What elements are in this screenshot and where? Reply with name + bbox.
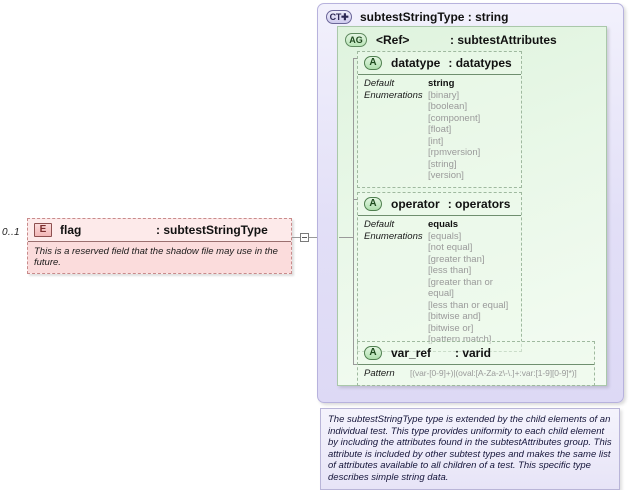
flag-element-name: flag xyxy=(60,223,82,237)
connector-vertical-bus xyxy=(353,58,354,365)
flag-element-header: E flag : subtestStringType xyxy=(28,219,291,242)
complextype-expand-icon[interactable]: CT✚ xyxy=(326,10,352,24)
attributegroup-icon: AG xyxy=(345,33,367,47)
connector-branch-datatype xyxy=(353,58,358,59)
attributegroup-ref: <Ref> xyxy=(376,33,410,47)
facet-default-value: equals xyxy=(428,219,459,230)
enumeration-item: [rpmversion] xyxy=(428,147,481,158)
attribute-icon: A xyxy=(364,197,382,211)
enumeration-item: [not equal] xyxy=(428,242,473,253)
facet-label-enumerations: Enumerations xyxy=(364,89,423,101)
enumeration-item: [greater than or equal] xyxy=(428,276,493,300)
flag-element-documentation: This is a reserved field that the shadow… xyxy=(28,242,291,273)
enumeration-item: [binary] xyxy=(428,89,460,101)
facet-labels-datatype: Default Enumerations xyxy=(364,78,428,182)
attribute-header-operator: A operator : operators xyxy=(358,193,521,216)
attributegroup-title-row: AG <Ref> : subtestAttributes xyxy=(345,33,557,47)
enumeration-item: [bitwise and] xyxy=(428,311,481,322)
attribute-facets-operator: Default Enumerations equals [equals] [no… xyxy=(358,216,521,351)
attribute-facets-varref: Pattern [(var-[0-9]+)|(oval:[A-Za-z\-\.]… xyxy=(358,365,594,385)
attribute-type-varref: : varid xyxy=(455,346,492,360)
attribute-box-operator[interactable]: A operator : operators Default Enumerati… xyxy=(357,192,522,352)
enumeration-item: [component] xyxy=(428,112,481,124)
facet-values-varref: [(var-[0-9]+)|(oval:[A-Za-z\-\.]+:var:[1… xyxy=(410,368,577,380)
attributegroup-type: : subtestAttributes xyxy=(450,33,557,47)
enumeration-item: [greater than] xyxy=(428,253,485,265)
enumeration-item: [string] xyxy=(428,158,457,170)
enumeration-item: [float] xyxy=(428,124,452,135)
element-icon: E xyxy=(34,223,52,237)
enumeration-item: [less than] xyxy=(428,265,472,276)
attribute-icon: A xyxy=(364,56,382,70)
facet-label-default: Default xyxy=(364,219,395,230)
enumeration-item: [equals] xyxy=(428,230,462,242)
connector-group-stem xyxy=(339,237,354,238)
facet-labels-operator: Default Enumerations xyxy=(364,219,428,346)
attribute-header-varref: A var_ref : varid xyxy=(358,342,594,365)
facet-label-pattern: Pattern xyxy=(364,368,395,379)
flag-element-box[interactable]: E flag : subtestStringType This is a res… xyxy=(27,218,292,274)
attribute-icon: A xyxy=(364,346,382,360)
facet-pattern-value: [(var-[0-9]+)|(oval:[A-Za-z\-\.]+:var:[1… xyxy=(410,368,577,378)
facet-labels-varref: Pattern xyxy=(364,368,410,380)
flag-cardinality-label: 0..1 xyxy=(2,227,20,238)
enumeration-item: [bitwise or] xyxy=(428,322,474,334)
attribute-type-datatype: : datatypes xyxy=(448,56,512,70)
facet-values-operator: equals [equals] [not equal] [greater tha… xyxy=(428,219,515,346)
facet-values-datatype: string [binary] [boolean] [component] [f… xyxy=(428,78,480,182)
attribute-name-operator: operator xyxy=(391,197,440,211)
attribute-type-operator: : operators xyxy=(447,197,511,211)
connector-branch-operator xyxy=(353,199,358,200)
attribute-facets-datatype: Default Enumerations string [binary] [bo… xyxy=(358,75,521,187)
attribute-header-datatype: A datatype : datatypes xyxy=(358,52,521,75)
facet-default-value: string xyxy=(428,78,455,89)
flag-element-type: : subtestStringType xyxy=(156,223,268,237)
complextype-documentation: The subtestStringType type is extended b… xyxy=(320,408,620,490)
attribute-name-datatype: datatype xyxy=(391,56,441,70)
enumeration-item: [version] xyxy=(428,170,464,181)
enumeration-item: [boolean] xyxy=(428,101,468,112)
facet-label-enumerations: Enumerations xyxy=(364,230,423,242)
enumeration-item: [int] xyxy=(428,135,444,147)
complextype-title: subtestStringType : string xyxy=(360,10,509,24)
connector-branch-varref xyxy=(353,364,358,365)
attribute-name-varref: var_ref xyxy=(391,346,432,360)
connector-flag-to-expander xyxy=(292,237,301,238)
attribute-box-varref[interactable]: A var_ref : varid Pattern [(var-[0-9]+)|… xyxy=(357,341,595,386)
facet-label-default: Default xyxy=(364,78,395,89)
enumeration-item: [less than or equal] xyxy=(428,299,509,311)
attribute-box-datatype[interactable]: A datatype : datatypes Default Enumerati… xyxy=(357,51,522,188)
collapse-toggle-flag[interactable] xyxy=(300,233,309,242)
enumeration-item: [pattern match] xyxy=(428,334,492,345)
complextype-title-row: CT✚ subtestStringType : string xyxy=(326,10,508,24)
